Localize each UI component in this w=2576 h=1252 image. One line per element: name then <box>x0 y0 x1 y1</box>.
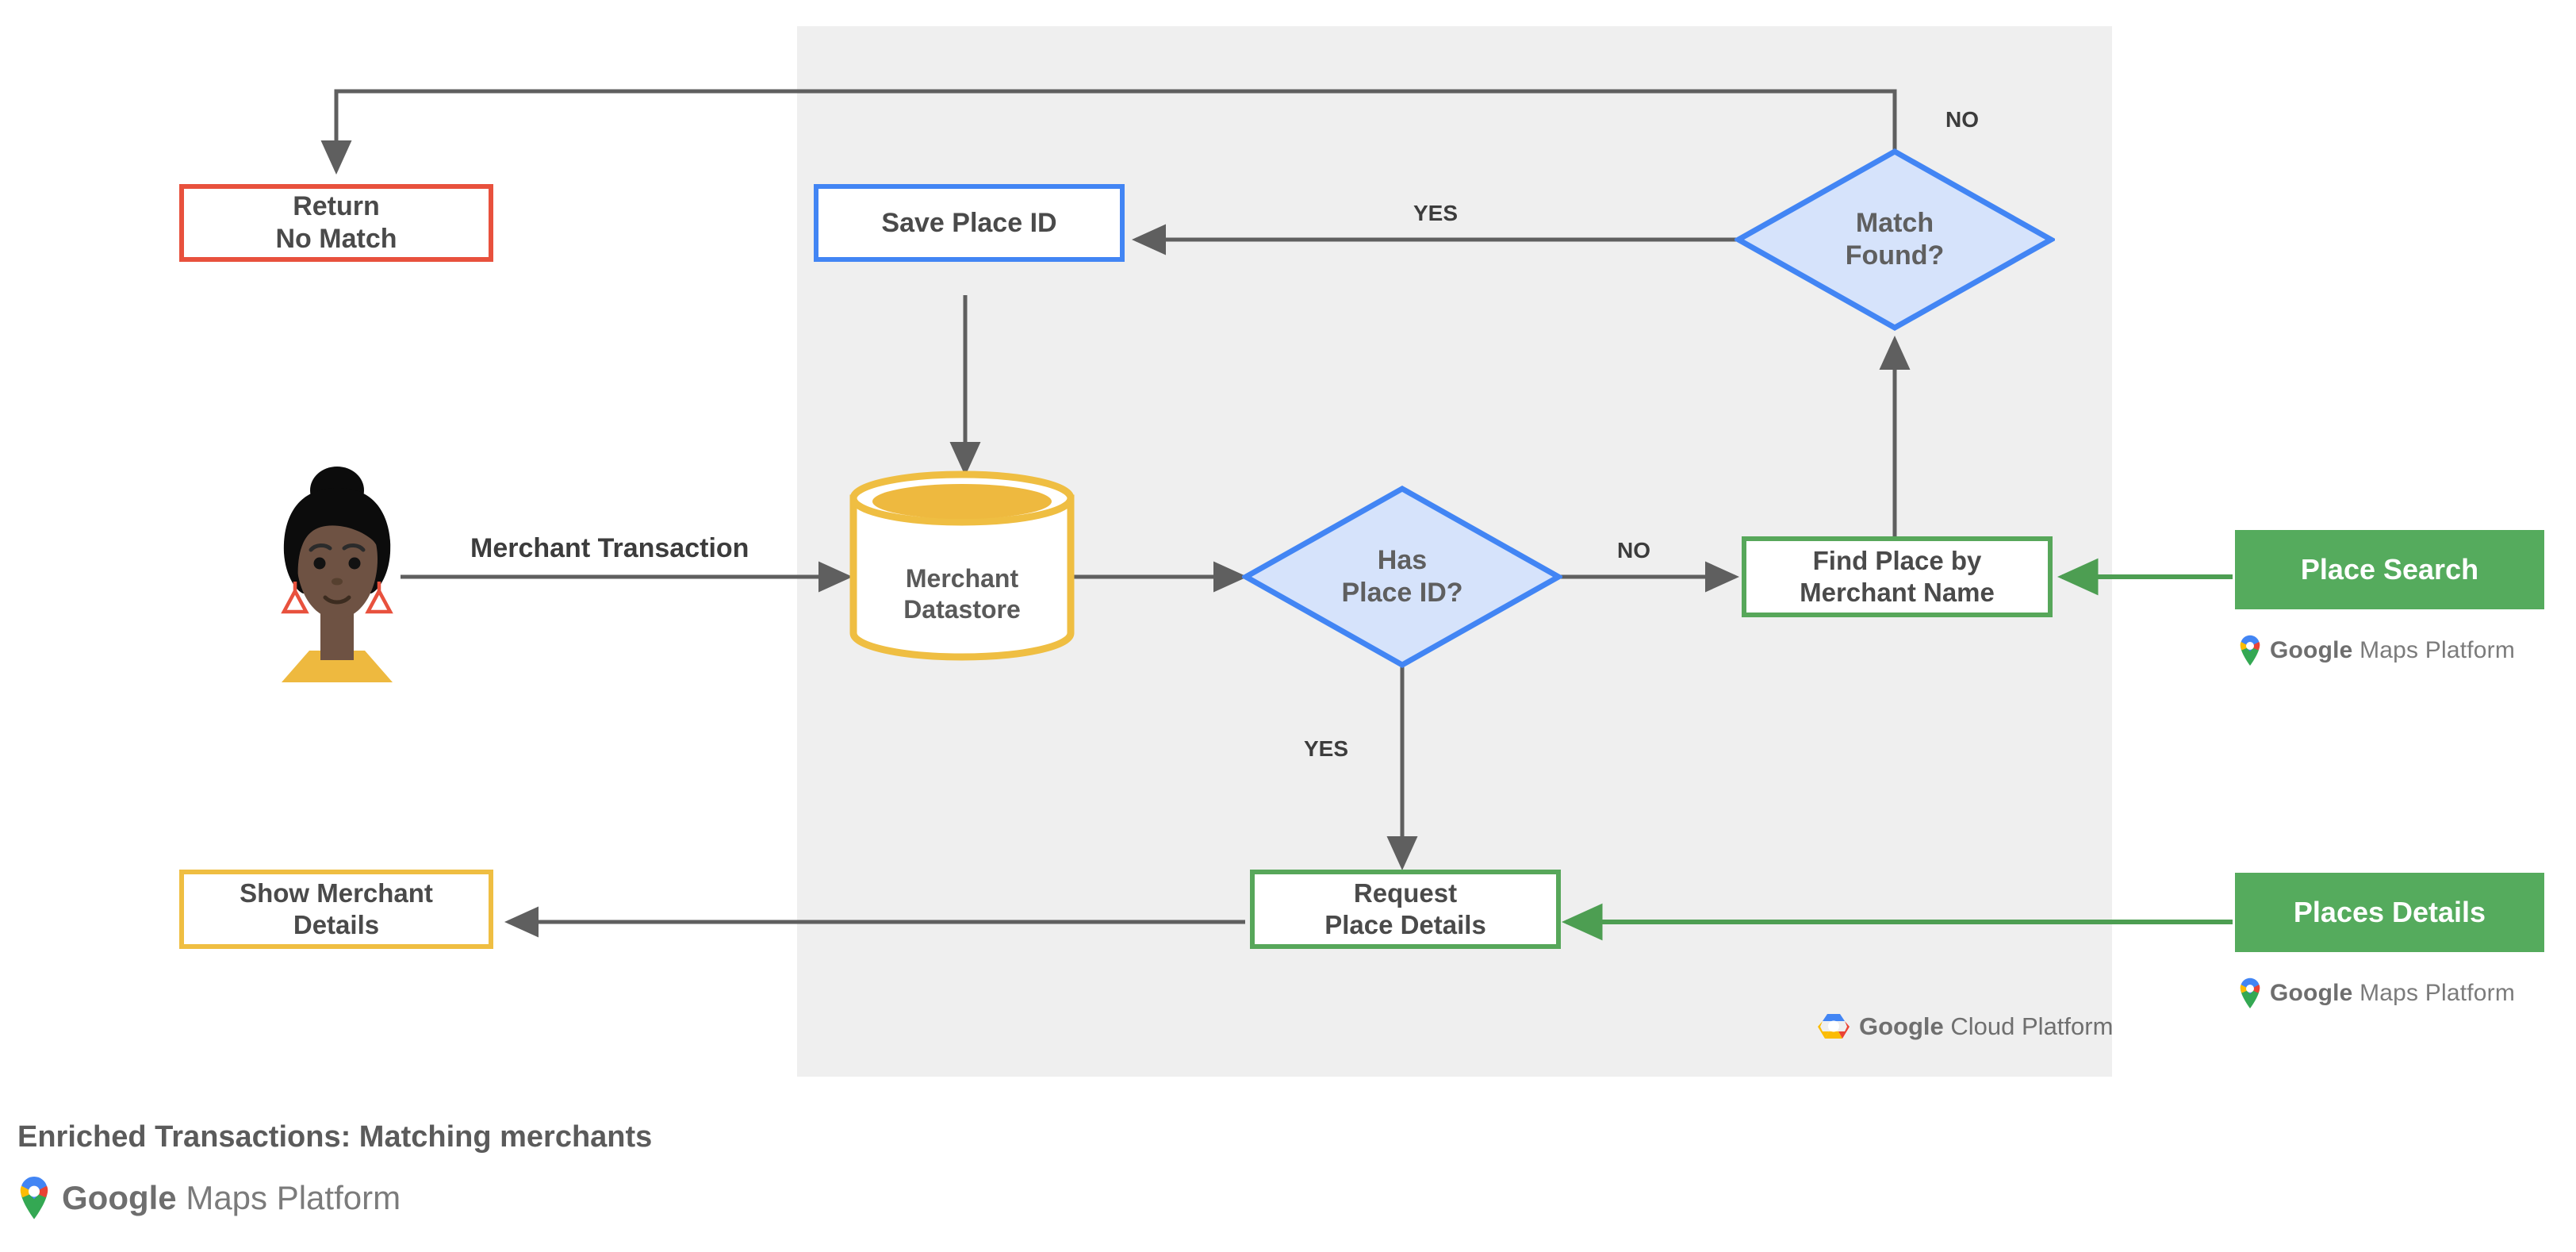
edge-label-yes-match-found: YES <box>1413 201 1459 225</box>
node-return-no-match-label: Return No Match <box>275 191 397 254</box>
node-request-place-details[interactable]: Request Place Details <box>1250 870 1561 949</box>
node-save-place-id-label: Save Place ID <box>881 207 1057 238</box>
match-found-diamond-shape <box>1735 148 2055 332</box>
node-place-search-label: Place Search <box>2300 553 2479 586</box>
node-places-details-label: Places Details <box>2293 896 2486 929</box>
node-find-place-by-merchant-name-label: Find Place by Merchant Name <box>1800 546 1995 607</box>
node-match-found[interactable]: Match Found? <box>1735 148 2055 332</box>
node-show-merchant-details[interactable]: Show Merchant Details <box>179 870 493 949</box>
google-maps-platform-logo-places-details: Google Maps Platform <box>2238 977 2515 1009</box>
cloud-platform-logo-text: Google Cloud Platform <box>1859 1012 2114 1040</box>
maps-platform-logo-text: Google Maps Platform <box>62 1179 401 1216</box>
node-places-details[interactable]: Places Details <box>2235 873 2544 952</box>
node-merchant-datastore-label: Merchant Datastore <box>903 564 1021 624</box>
google-cloud-platform-logo: Google Cloud Platform <box>1818 1012 2113 1041</box>
node-place-search[interactable]: Place Search <box>2235 530 2544 609</box>
maps-pin-icon <box>2240 635 2260 666</box>
maps-pin-icon <box>20 1177 48 1219</box>
node-request-place-details-label: Request Place Details <box>1324 878 1486 939</box>
has-place-id-diamond-shape <box>1242 485 1562 669</box>
edge-label-no-match-found: NO <box>1945 107 1979 132</box>
page-title: Enriched Transactions: Matching merchant… <box>17 1120 653 1154</box>
node-merchant-datastore[interactable]: Merchant Datastore <box>847 470 1077 662</box>
maps-pin-icon <box>2240 977 2260 1008</box>
node-find-place-by-merchant-name[interactable]: Find Place by Merchant Name <box>1742 536 2053 617</box>
customer-avatar <box>262 464 412 682</box>
google-maps-platform-logo-footer: Google Maps Platform <box>17 1176 401 1220</box>
node-has-place-id[interactable]: Has Place ID? <box>1242 485 1562 669</box>
node-match-found-label: Match Found? <box>1845 208 1945 271</box>
cloud-hexagon-icon <box>1818 1014 1850 1039</box>
edge-label-yes-has-place-id: YES <box>1304 736 1349 761</box>
node-return-no-match[interactable]: Return No Match <box>179 184 493 262</box>
edge-label-merchant-transaction: Merchant Transaction <box>470 533 749 563</box>
datastore-cylinder-shape <box>849 470 1075 661</box>
maps-platform-logo-text: Google Maps Platform <box>2270 637 2516 663</box>
google-maps-platform-logo-place-search: Google Maps Platform <box>2238 635 2515 666</box>
avatar-illustration-icon <box>281 467 393 682</box>
node-save-place-id[interactable]: Save Place ID <box>814 184 1125 262</box>
edge-label-no-has-place-id: NO <box>1617 538 1650 563</box>
node-has-place-id-label: Has Place ID? <box>1341 545 1463 608</box>
maps-platform-logo-text: Google Maps Platform <box>2270 980 2516 1006</box>
node-show-merchant-details-label: Show Merchant Details <box>240 878 433 939</box>
